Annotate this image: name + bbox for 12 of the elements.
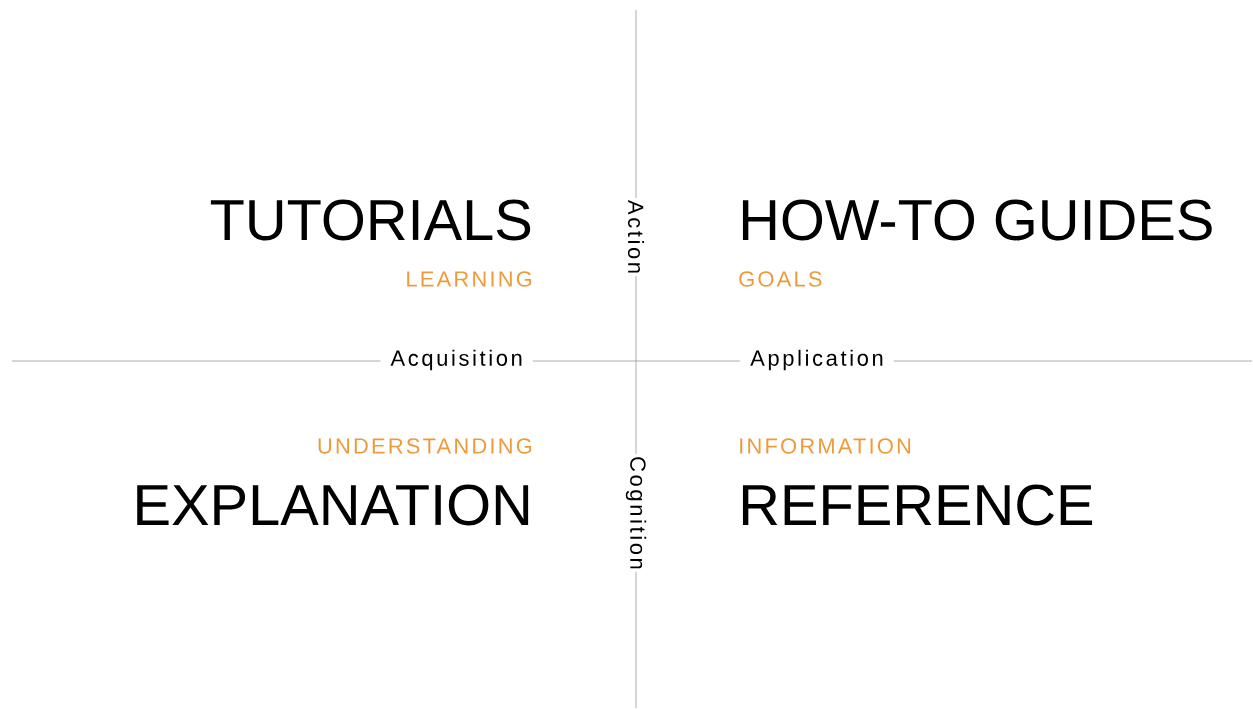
quadrant-subtitle: GOALS xyxy=(738,271,823,287)
axis-label: Acquisition xyxy=(380,345,533,375)
axis-label: Action xyxy=(615,197,657,277)
quadrant-subtitle: LEARNING xyxy=(405,271,533,287)
quadrant-title: HOW-TO GUIDES xyxy=(738,199,1215,241)
quadrant-title: TUTORIALS xyxy=(209,199,533,241)
quadrant-title: EXPLANATION xyxy=(132,484,533,526)
quadrant-subtitle: INFORMATION xyxy=(738,438,912,454)
axis-label: Cognition xyxy=(613,454,659,572)
axis-label: Application xyxy=(740,345,894,375)
quadrant-title: REFERENCE xyxy=(738,484,1095,526)
quadrant-subtitle: UNDERSTANDING xyxy=(316,438,533,454)
